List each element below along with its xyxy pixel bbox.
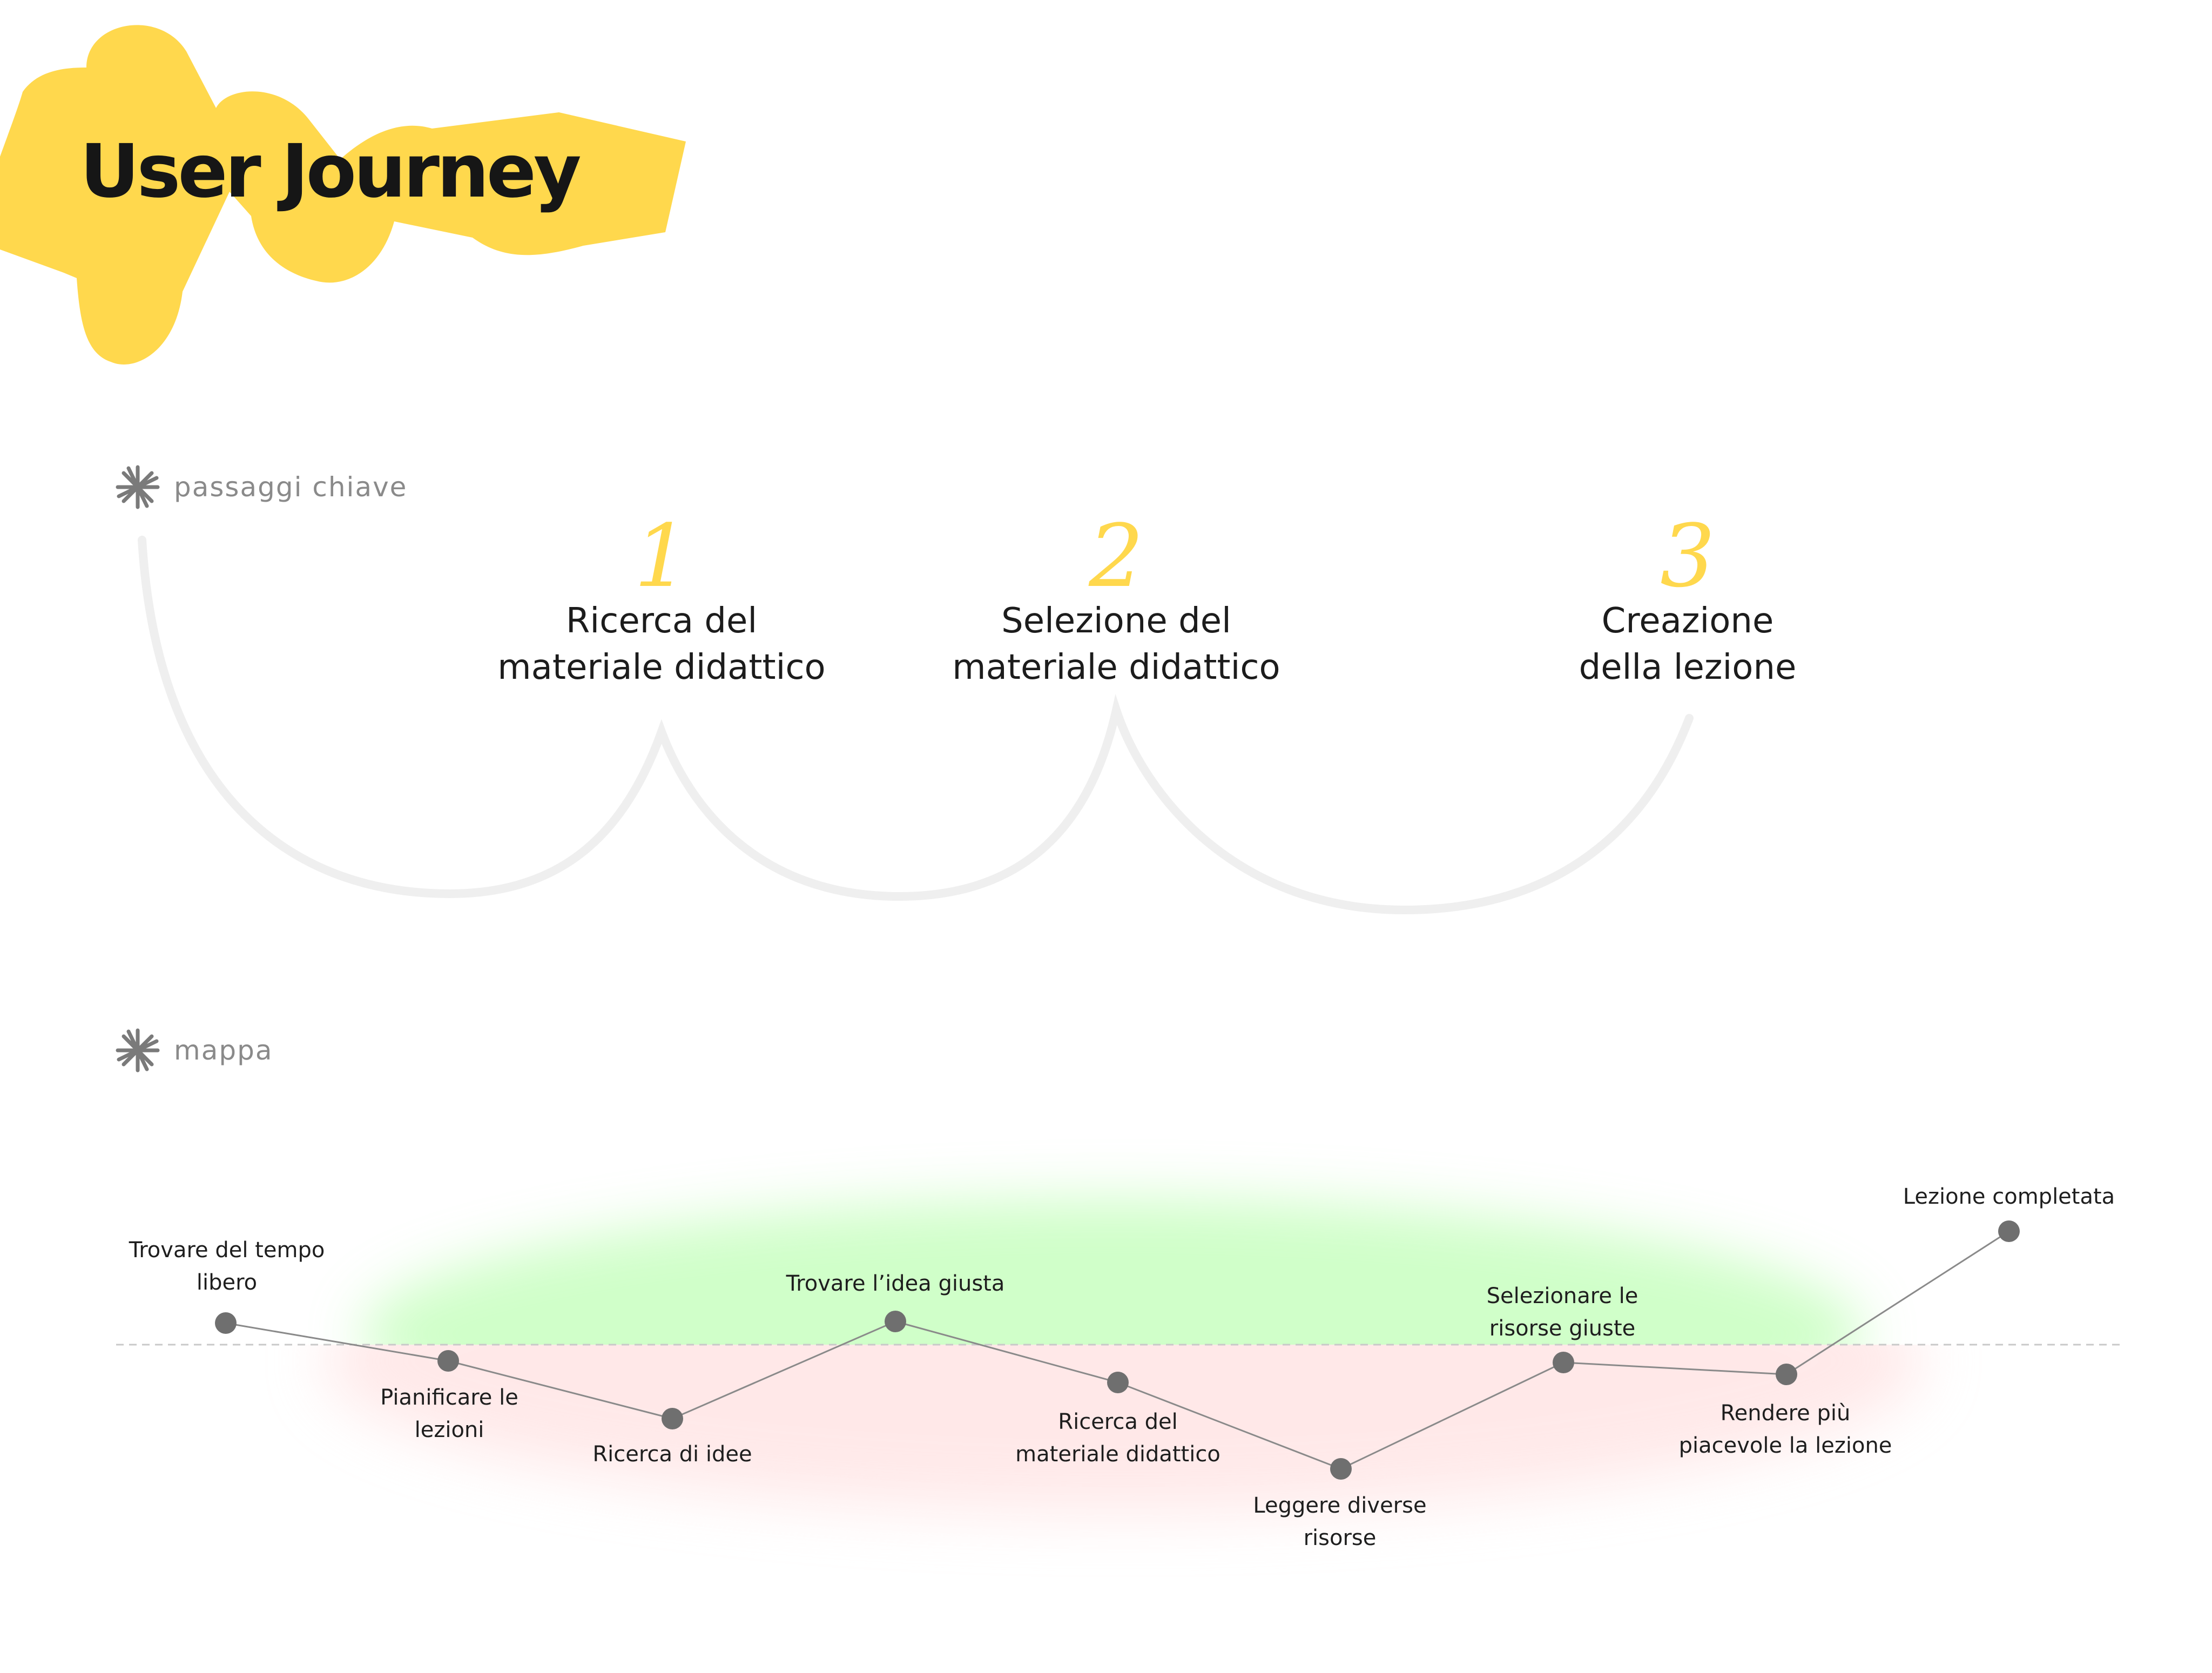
journey-node-8 (1776, 1364, 1797, 1385)
journey-label-line: risorse giuste (1489, 1316, 1636, 1341)
journey-label-line: Trovare l’idea giusta (786, 1271, 1005, 1296)
journey-label: Lezione completata (1858, 1180, 2160, 1213)
step-3-number: 3 (1660, 505, 1715, 606)
journey-label-line: Pianificare le (380, 1385, 518, 1410)
journey-label-line: Ricerca del (1058, 1409, 1178, 1434)
journey-label: Rendere più piacevole la lezione (1634, 1397, 1937, 1462)
key-steps-label: passaggi chiave (174, 471, 408, 503)
journey-nodes (215, 1220, 2020, 1480)
step-1-number: 1 (634, 505, 689, 606)
journey-label: Ricerca del materiale didattico (967, 1406, 1269, 1470)
step-2-number: 2 (1089, 505, 1144, 606)
journey-label-line: risorse (1303, 1526, 1377, 1550)
step-title-line: Ricerca del (565, 601, 758, 641)
journey-label-line: lezioni (414, 1418, 484, 1442)
journey-label: Pianificare le lezioni (298, 1381, 601, 1446)
sparkle-icon (116, 1028, 160, 1072)
step-title-line: materiale didattico (952, 647, 1280, 687)
journey-label-line: Selezionare le (1486, 1284, 1638, 1308)
step-3-title: Creazione della lezione (1482, 598, 1893, 691)
map-section-label: mappa (113, 1026, 273, 1075)
sparkle-icon (116, 465, 160, 509)
positive-zone (362, 1199, 1863, 1345)
step-title-line: Selezione del (1001, 601, 1231, 641)
step-title-line: materiale didattico (497, 647, 826, 687)
page-title: User Journey (80, 129, 582, 214)
journey-label-line: Rendere più (1720, 1401, 1851, 1426)
key-steps-arc-path (138, 536, 1694, 915)
journey-label: Selezionare le risorse giuste (1411, 1280, 1714, 1345)
journey-label-line: Leggere diverse (1253, 1493, 1427, 1518)
journey-label: Trovare l’idea giusta (744, 1267, 1047, 1300)
journey-node-6 (1330, 1458, 1352, 1480)
step-title-line: della lezione (1579, 647, 1797, 687)
journey-node-4 (885, 1311, 906, 1332)
journey-label-line: Trovare del tempo (129, 1238, 325, 1263)
journey-node-7 (1553, 1352, 1574, 1373)
step-2-title: Selezione del materiale didattico (911, 598, 1321, 691)
step-title-line: Creazione (1601, 601, 1774, 641)
key-steps-section-label: passaggi chiave (113, 463, 407, 511)
step-1-title: Ricerca del materiale didattico (456, 598, 867, 691)
journey-label-line: Ricerca di idee (592, 1442, 752, 1467)
journey-node-2 (437, 1350, 459, 1372)
journey-label: Trovare del tempo libero (76, 1234, 378, 1299)
negative-zone (324, 1345, 1923, 1512)
journey-node-9 (1998, 1220, 2020, 1242)
journey-label-line: Lezione completata (1903, 1184, 2115, 1209)
journey-label-line: libero (196, 1270, 258, 1295)
journey-node-5 (1107, 1372, 1129, 1393)
journey-label: Ricerca di idee (521, 1438, 824, 1470)
journey-node-3 (662, 1408, 683, 1429)
map-label: mappa (174, 1035, 273, 1066)
title-highlight-blob (0, 25, 686, 365)
journey-label: Leggere diverse risorse (1189, 1489, 1491, 1554)
journey-label-line: materiale didattico (1015, 1442, 1220, 1467)
journey-label-line: piacevole la lezione (1678, 1433, 1892, 1458)
journey-node-1 (215, 1312, 237, 1334)
